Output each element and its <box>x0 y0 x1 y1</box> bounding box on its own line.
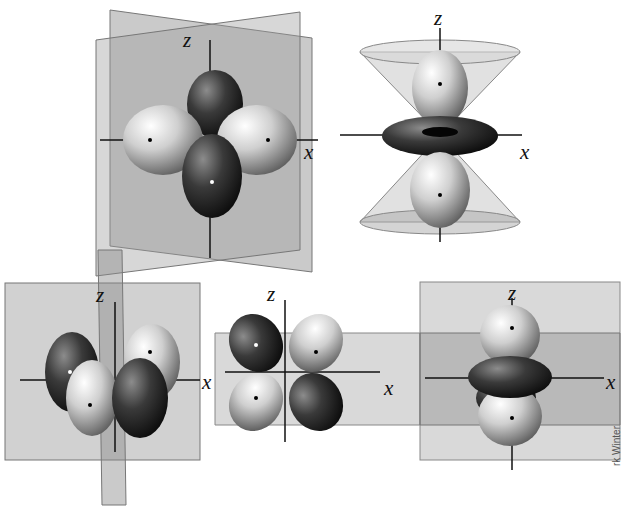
nucleus-dot <box>438 82 442 86</box>
axis-line <box>284 300 286 442</box>
axis-label: z <box>434 8 442 29</box>
orbital-lobe <box>182 134 242 218</box>
nucleus-dot <box>510 326 514 330</box>
plane <box>96 12 300 276</box>
nucleus-dot <box>88 403 92 407</box>
orbital-torus <box>382 116 498 156</box>
axis-line <box>114 302 116 452</box>
axis-label: x <box>520 142 529 163</box>
orbital-panel <box>96 10 318 276</box>
nucleus-dot <box>68 370 72 374</box>
orbital-lobe <box>66 360 118 436</box>
nucleus-dot <box>438 193 442 197</box>
orbital-lobe <box>412 50 468 126</box>
orbital-lobe <box>410 152 470 228</box>
orbital-lobe <box>218 304 293 382</box>
axis-label: x <box>606 372 615 393</box>
axis-label: x <box>384 378 393 399</box>
axis-label: z <box>508 283 516 304</box>
orbital-lobe <box>218 363 293 441</box>
nucleus-dot <box>254 343 258 347</box>
orbital-lobe <box>112 358 168 438</box>
orbital-torus <box>422 127 458 137</box>
axis-label: z <box>183 30 191 51</box>
orbital-panel <box>215 300 420 442</box>
orbital-panel <box>340 28 522 242</box>
nucleus-dot <box>510 416 514 420</box>
nucleus-dot <box>254 396 258 400</box>
nucleus-dot <box>148 350 152 354</box>
watermark: rk Winter <box>612 426 622 466</box>
nucleus-dot <box>266 138 270 142</box>
axis-label: x <box>304 142 313 163</box>
nucleus-dot <box>210 180 214 184</box>
axis-label: z <box>267 284 275 305</box>
axis-label: z <box>96 285 104 306</box>
orbital-lobe <box>468 356 552 398</box>
nucleus-dot <box>148 138 152 142</box>
axis-line <box>225 371 380 373</box>
orbital-panel <box>5 250 200 505</box>
plane <box>420 282 620 460</box>
axis-label: x <box>202 372 211 393</box>
nucleus-dot <box>314 350 318 354</box>
orbital-panel <box>420 282 620 470</box>
orbital-lobe <box>278 304 353 382</box>
orbital-lobe <box>278 363 353 441</box>
